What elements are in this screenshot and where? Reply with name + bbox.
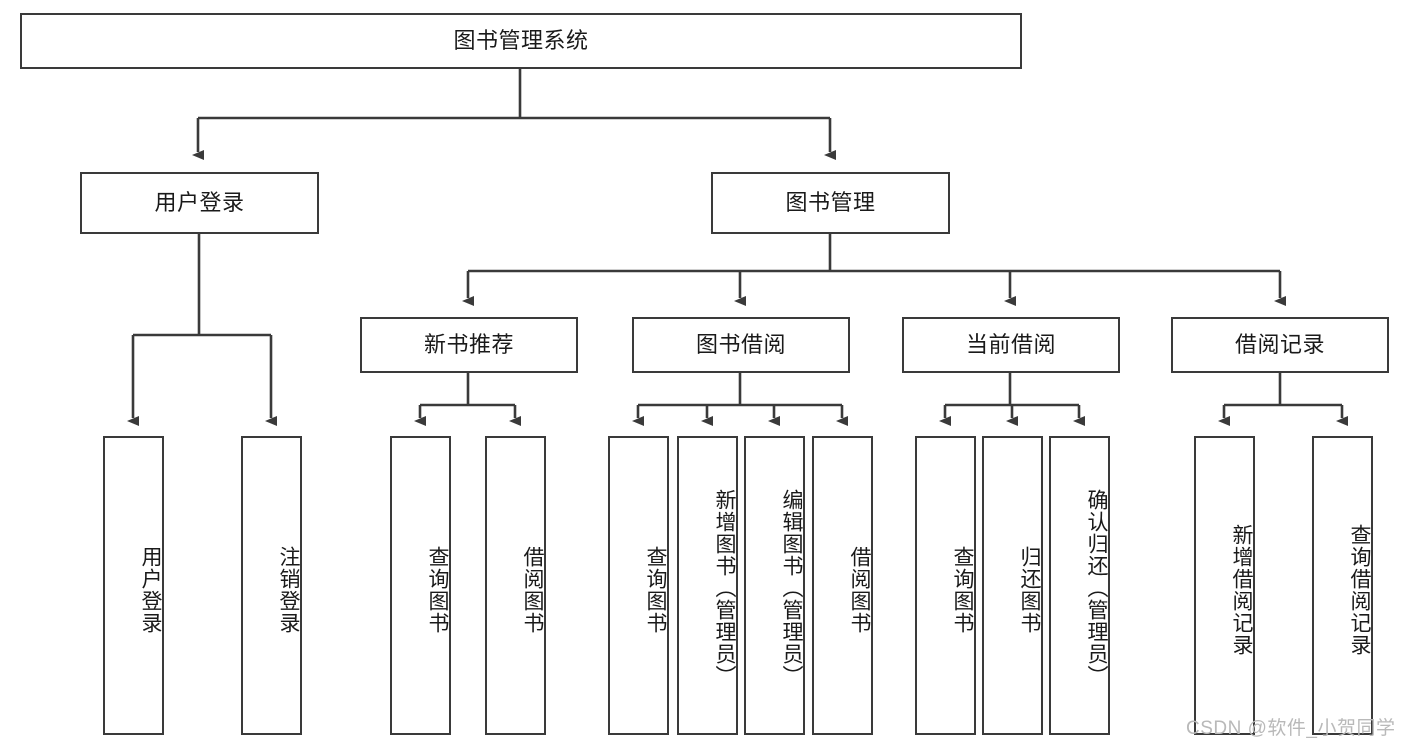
leaf-current-borrow-return-books[interactable]: 归还图书: [982, 436, 1043, 735]
node-label: 注销登录: [277, 545, 300, 634]
node-label: 用户登录: [154, 190, 245, 216]
node-label: 借阅图书: [848, 545, 871, 634]
node-root-book-management-system[interactable]: 图书管理系统: [20, 13, 1022, 69]
node-label: 新增借阅记录: [1230, 523, 1253, 656]
node-book-management[interactable]: 图书管理: [711, 172, 950, 234]
leaf-user-login-signout[interactable]: 注销登录: [241, 436, 302, 735]
node-label: 用户登录: [139, 545, 162, 634]
node-label: 图书借阅: [695, 332, 786, 358]
node-label: 确认归还（管理员）: [1085, 488, 1108, 687]
node-label: 查询图书: [426, 545, 449, 634]
leaf-borrow-record-query-record[interactable]: 查询借阅记录: [1312, 436, 1373, 735]
leaf-borrow-record-add-record[interactable]: 新增借阅记录: [1194, 436, 1255, 735]
leaf-new-book-query-books[interactable]: 查询图书: [390, 436, 451, 735]
node-current-borrowing[interactable]: 当前借阅: [902, 317, 1120, 373]
node-label: 编辑图书（管理员）: [780, 488, 803, 687]
node-book-borrowing[interactable]: 图书借阅: [632, 317, 850, 373]
leaf-book-borrow-edit-book-admin[interactable]: 编辑图书（管理员）: [744, 436, 805, 735]
leaf-book-borrow-query-books[interactable]: 查询图书: [608, 436, 669, 735]
leaf-book-borrow-borrow-books[interactable]: 借阅图书: [812, 436, 873, 735]
node-label: 借阅记录: [1234, 332, 1325, 358]
leaf-book-borrow-add-book-admin[interactable]: 新增图书（管理员）: [677, 436, 738, 735]
node-label: 新增图书（管理员）: [713, 488, 736, 687]
csdn-watermark: CSDN @软件_小贺同学: [1186, 718, 1396, 739]
leaf-current-borrow-confirm-return-admin[interactable]: 确认归还（管理员）: [1049, 436, 1110, 735]
node-label: 查询图书: [951, 545, 974, 634]
node-label: 借阅图书: [521, 545, 544, 634]
node-borrowing-record[interactable]: 借阅记录: [1171, 317, 1389, 373]
node-label: 图书管理: [785, 190, 876, 216]
node-label: 当前借阅: [965, 332, 1056, 358]
node-label: 图书管理系统: [453, 28, 589, 54]
node-new-book-recommendation[interactable]: 新书推荐: [360, 317, 578, 373]
node-label: 查询借阅记录: [1348, 523, 1371, 656]
leaf-current-borrow-query-books[interactable]: 查询图书: [915, 436, 976, 735]
node-label: 查询图书: [644, 545, 667, 634]
node-label: 归还图书: [1018, 545, 1041, 634]
leaf-new-book-borrow-books[interactable]: 借阅图书: [485, 436, 546, 735]
leaf-user-login-signin[interactable]: 用户登录: [103, 436, 164, 735]
node-label: 新书推荐: [423, 332, 514, 358]
node-user-login[interactable]: 用户登录: [80, 172, 319, 234]
